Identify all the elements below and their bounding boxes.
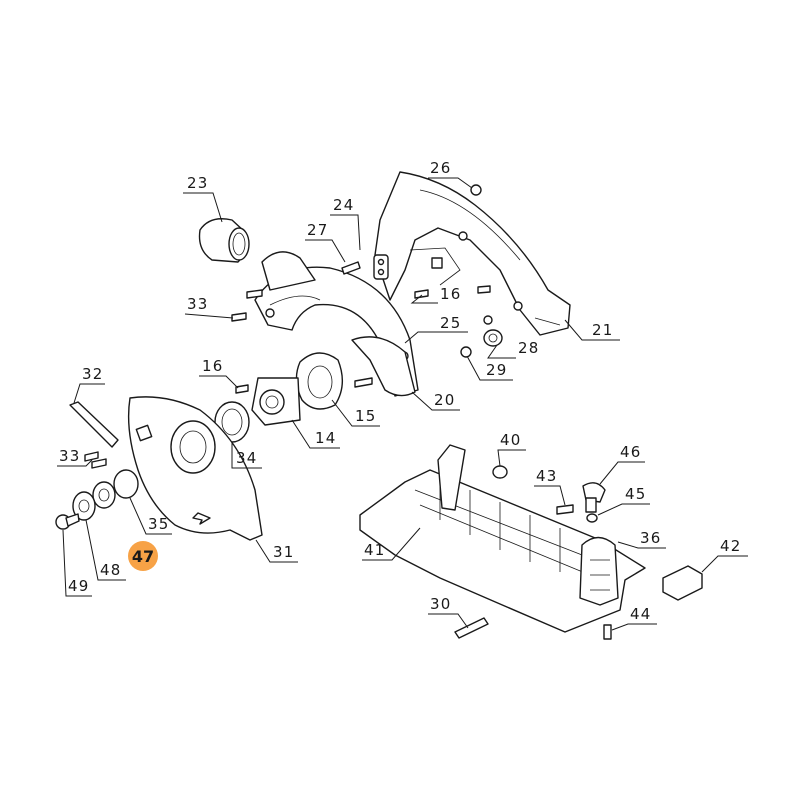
- callout-35: 35: [148, 515, 170, 533]
- callout-40: 40: [500, 431, 522, 449]
- highlight-circle: [128, 541, 158, 571]
- callout-labels: 23 24 26 27 16 33 25 21 28 29 16 15 20 3…: [59, 159, 742, 623]
- part-47-flange: [92, 481, 116, 509]
- callout-42: 42: [720, 537, 742, 555]
- part-49-bolt: [55, 513, 80, 530]
- callout-21: 21: [592, 321, 614, 339]
- callout-49: 49: [68, 577, 90, 595]
- part-30-pin: [454, 617, 489, 639]
- part-15-gasket: [295, 352, 343, 410]
- callout-32: 32: [82, 365, 104, 383]
- callout-43: 43: [536, 467, 558, 485]
- callout-45: 45: [625, 485, 647, 503]
- part-40-washer: [492, 465, 508, 479]
- callout-25: 25: [440, 314, 462, 332]
- callout-41: 41: [364, 541, 386, 559]
- part-knob-assembly: [556, 482, 606, 523]
- highlighted-callout-47[interactable]: 47: [128, 541, 158, 571]
- callout-23: 23: [187, 174, 209, 192]
- callout-33-upper: 33: [187, 295, 209, 313]
- leader-lines: [57, 177, 748, 631]
- callout-46: 46: [620, 443, 642, 461]
- callout-29: 29: [486, 361, 508, 379]
- callout-15: 15: [355, 407, 377, 425]
- part-31-lower-guard: [127, 396, 263, 541]
- part-28-bushing: [483, 329, 503, 347]
- callout-24: 24: [333, 196, 355, 214]
- callout-26: 26: [430, 159, 452, 177]
- callout-31: 31: [273, 543, 295, 561]
- callout-20: 20: [434, 391, 456, 409]
- part-44-pin: [603, 624, 612, 640]
- part-14-bearing-block: [251, 377, 301, 426]
- part-23-dust-sleeve: [198, 218, 250, 263]
- part-35-o-ring: [113, 469, 139, 499]
- callout-28: 28: [518, 339, 540, 357]
- callout-16-lower: 16: [202, 357, 224, 375]
- part-screws: [84, 184, 493, 469]
- highlight-label: 47: [132, 547, 154, 566]
- part-21-gear-housing: [374, 171, 571, 336]
- part-32-lever: [69, 401, 119, 448]
- callout-27: 27: [307, 221, 329, 239]
- callout-34: 34: [236, 449, 258, 467]
- callout-30: 30: [430, 595, 452, 613]
- callout-48: 48: [100, 561, 122, 579]
- part-24-bracket: [373, 254, 389, 280]
- part-36-base-plate: [359, 444, 646, 633]
- callout-36: 36: [640, 529, 662, 547]
- callout-14: 14: [315, 429, 337, 447]
- callout-16-upper: 16: [440, 285, 462, 303]
- part-20-guard-cover: [351, 336, 416, 397]
- callout-33-lower: 33: [59, 447, 81, 465]
- part-42-pad: [662, 565, 703, 601]
- part-48-flange: [72, 491, 96, 521]
- callout-44: 44: [630, 605, 652, 623]
